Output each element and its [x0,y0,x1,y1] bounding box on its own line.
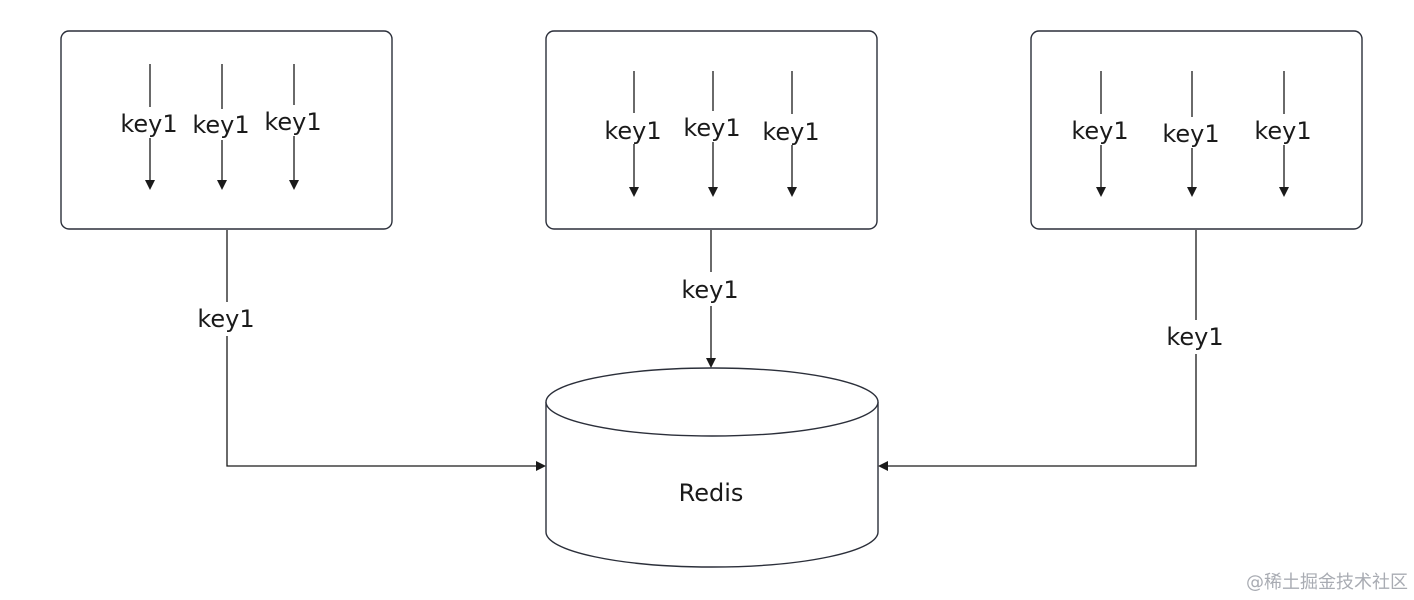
connector-label-right: key1 [1166,323,1223,351]
redis-label: Redis [679,479,744,507]
connector-center [706,230,716,368]
redis-cylinder-body [545,402,879,568]
request-label: key1 [762,118,819,146]
request-label: key1 [120,110,177,138]
client-box-2-frame [545,30,878,230]
client-box-1-frame [60,30,393,230]
request-label: key1 [1071,117,1128,145]
request-label: key1 [1162,120,1219,148]
connector-label-left: key1 [197,305,254,333]
client-box-3-frame [1030,30,1363,230]
redis-database-cylinder: Redis [545,367,879,568]
request-arrow-3-2 [1187,71,1197,197]
client-box-2: key1 key1 key1 [545,30,878,230]
request-arrow-1-2 [217,64,227,190]
request-arrow-2-2 [708,71,718,197]
request-label: key1 [683,114,740,142]
client-box-1: key1 key1 key1 [60,30,393,230]
request-arrow-2-3 [787,71,797,197]
request-arrow-3-3 [1279,71,1289,197]
redis-cylinder-top [545,367,879,437]
request-label: key1 [264,108,321,136]
request-label: key1 [1254,117,1311,145]
connector-left [226,230,546,471]
request-label: key1 [192,111,249,139]
connector-right [878,230,1197,471]
request-arrow-2-1 [629,71,639,197]
connector-label-center: key1 [681,276,738,304]
request-label: key1 [604,117,661,145]
request-arrow-1-1 [145,64,155,190]
client-box-3: key1 key1 key1 [1030,30,1363,230]
request-arrow-3-1 [1096,71,1106,197]
request-arrow-1-3 [289,64,299,190]
watermark: @稀土掘金技术社区 [1246,572,1408,593]
